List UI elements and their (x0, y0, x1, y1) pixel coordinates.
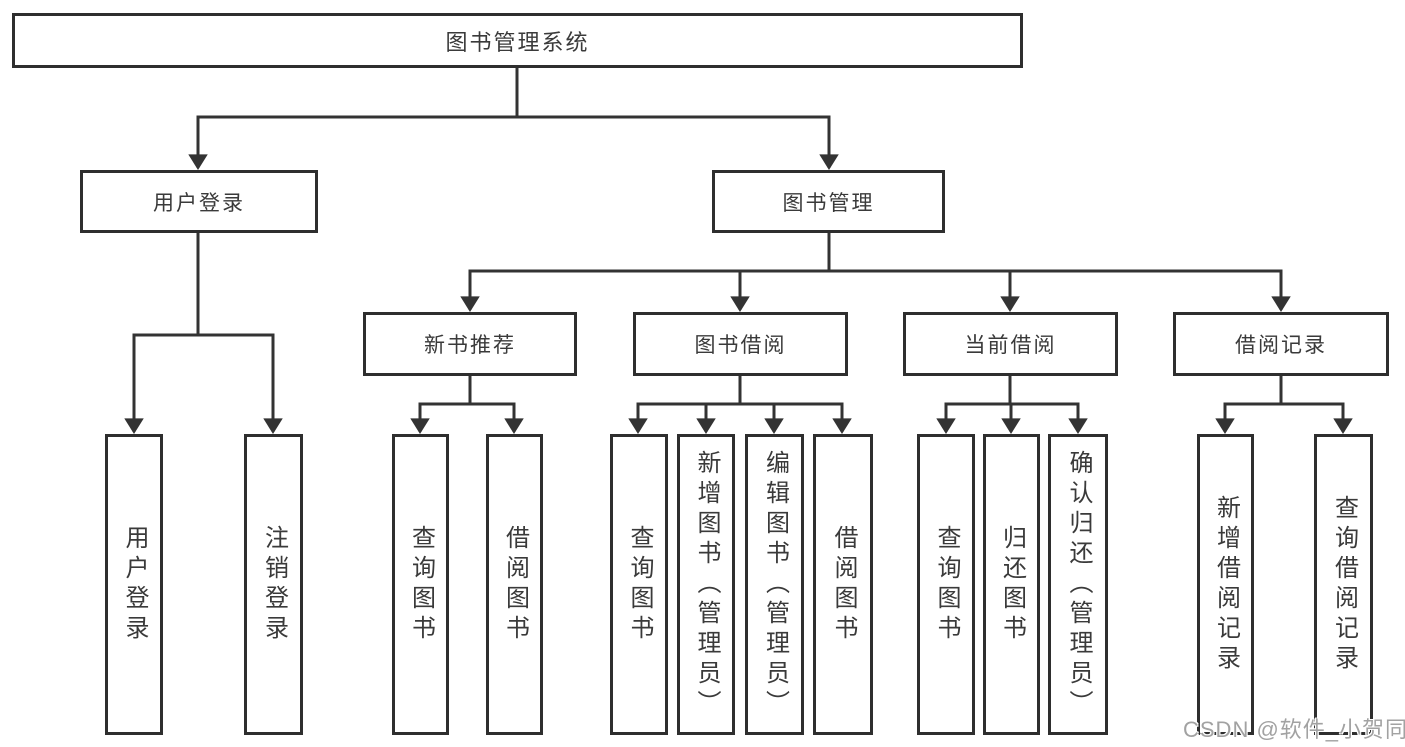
leaf-confirm-return-admin-label: 确认归还（管理员） (1065, 449, 1092, 720)
leaf-edit-books-admin: 编辑图书（管理员） (745, 434, 804, 735)
node-book-borrowing: 图书借阅 (633, 312, 848, 376)
node-root: 图书管理系统 (12, 13, 1023, 68)
leaf-borrow-books-recommend: 借阅图书 (486, 434, 543, 735)
node-new-book-recommendation: 新书推荐 (363, 312, 577, 376)
leaf-logout: 注销登录 (244, 434, 303, 735)
node-book-management-label: 图书管理 (782, 191, 875, 215)
node-borrowing-records-label: 借阅记录 (1235, 334, 1327, 357)
leaf-add-books-admin-label: 新增图书（管理员） (693, 449, 720, 720)
leaf-add-books-admin: 新增图书（管理员） (677, 434, 735, 735)
node-current-borrowing: 当前借阅 (903, 312, 1118, 376)
leaf-borrow-books-recommend-label: 借阅图书 (501, 524, 529, 645)
node-root-label: 图书管理系统 (445, 29, 590, 55)
leaf-confirm-return-admin: 确认归还（管理员） (1048, 434, 1108, 735)
leaf-query-borrow-record-label: 查询借阅记录 (1330, 494, 1358, 675)
node-new-book-recommendation-label: 新书推荐 (424, 334, 516, 357)
leaf-logout-label: 注销登录 (260, 524, 288, 645)
leaf-query-books-current: 查询图书 (917, 434, 975, 735)
node-borrowing-records: 借阅记录 (1173, 312, 1389, 376)
node-book-management: 图书管理 (712, 170, 945, 233)
node-book-borrowing-label: 图书借阅 (694, 334, 787, 357)
leaf-query-books-recommend-label: 查询图书 (407, 524, 435, 645)
leaf-user-login-label: 用户登录 (121, 524, 148, 645)
leaf-query-books-borrow: 查询图书 (610, 434, 668, 735)
node-user-login-label: 用户登录 (153, 191, 245, 215)
leaf-borrow-books: 借阅图书 (813, 434, 873, 735)
csdn-watermark: CSDN @软件_小贺同学 (1183, 717, 1405, 742)
leaf-query-books-borrow-label: 查询图书 (626, 524, 653, 645)
leaf-return-books: 归还图书 (983, 434, 1040, 735)
node-current-borrowing-label: 当前借阅 (964, 334, 1057, 357)
leaf-query-books-recommend: 查询图书 (392, 434, 449, 735)
leaf-edit-books-admin-label: 编辑图书（管理员） (761, 449, 789, 720)
leaf-add-borrow-record-label: 新增借阅记录 (1212, 494, 1240, 675)
leaf-borrow-books-label: 借阅图书 (830, 524, 857, 645)
node-user-login: 用户登录 (80, 170, 318, 233)
leaf-query-books-current-label: 查询图书 (933, 524, 960, 645)
leaf-add-borrow-record: 新增借阅记录 (1197, 434, 1254, 735)
leaf-user-login: 用户登录 (105, 434, 163, 735)
leaf-query-borrow-record: 查询借阅记录 (1314, 434, 1373, 735)
leaf-return-books-label: 归还图书 (998, 524, 1026, 645)
